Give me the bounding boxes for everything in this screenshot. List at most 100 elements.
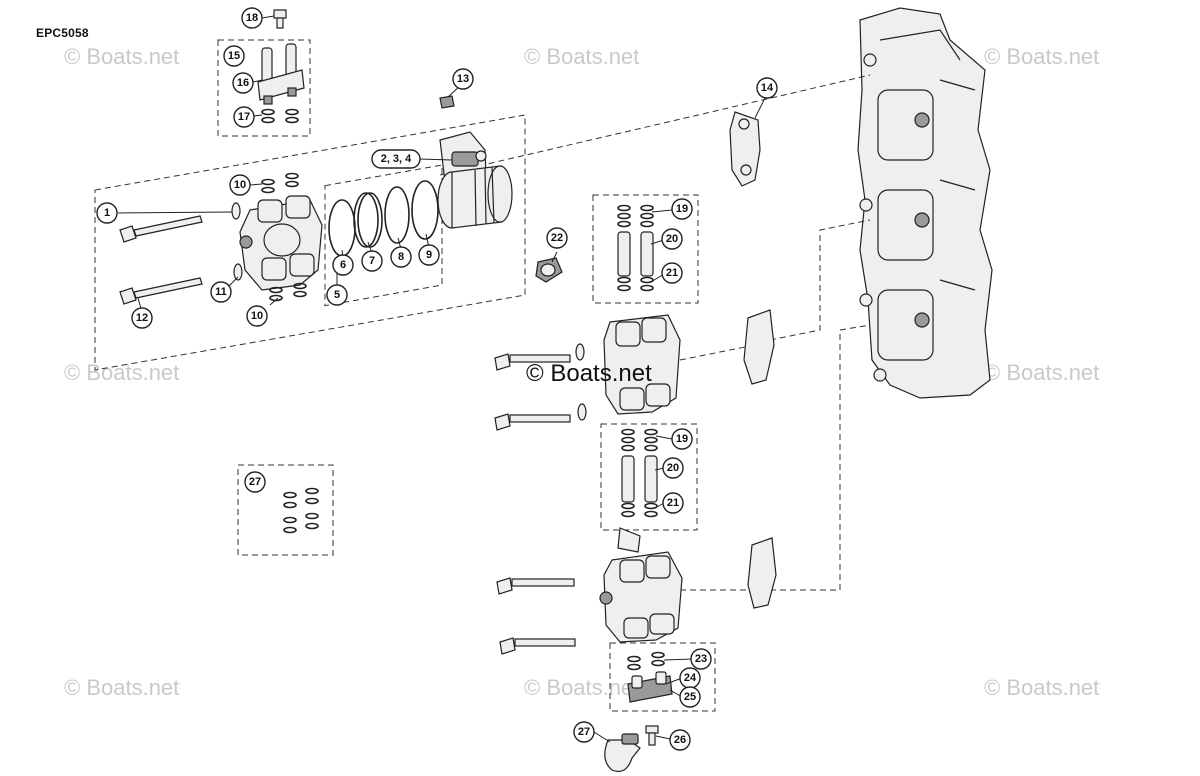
o-ring-icon <box>384 186 410 244</box>
svg-text:20: 20 <box>666 233 678 245</box>
kit-outline-27 <box>237 464 334 556</box>
svg-text:5: 5 <box>334 289 340 301</box>
callout-6[interactable]: 6 <box>332 254 354 276</box>
o-ring-icon <box>621 428 658 518</box>
fitting-icon <box>627 671 673 703</box>
svg-text:16: 16 <box>237 77 249 89</box>
valve-body-icon <box>599 527 683 643</box>
svg-text:7: 7 <box>369 255 375 267</box>
diagram-code: EPC5058 <box>36 26 89 40</box>
washer-icon <box>231 202 243 281</box>
callout-11[interactable]: 11 <box>210 281 232 303</box>
svg-text:9: 9 <box>426 249 432 261</box>
svg-text:17: 17 <box>238 111 250 123</box>
callout-12[interactable]: 12 <box>131 307 153 329</box>
svg-text:24: 24 <box>684 672 697 684</box>
callout-10-lower[interactable]: 10 <box>246 305 268 327</box>
svg-text:20: 20 <box>667 462 679 474</box>
fitting-icon <box>257 43 305 105</box>
tube-icon <box>617 231 631 277</box>
svg-text:13: 13 <box>457 73 469 85</box>
callout-9[interactable]: 9 <box>418 244 440 266</box>
svg-text:6: 6 <box>340 259 346 271</box>
callout-25[interactable]: 25 <box>679 686 701 708</box>
bolt-icon <box>273 9 287 29</box>
callout-7[interactable]: 7 <box>361 250 383 272</box>
callout-19-lower[interactable]: 19 <box>671 428 693 450</box>
callout-19-upper[interactable]: 19 <box>671 198 693 220</box>
watermark: © Boats.net <box>524 44 640 69</box>
svg-text:25: 25 <box>684 691 696 703</box>
callout-23[interactable]: 23 <box>690 648 712 670</box>
o-ring-icon <box>411 180 439 240</box>
gasket-icon <box>743 309 775 385</box>
callout-20-lower[interactable]: 20 <box>662 457 684 479</box>
kit-outline-19-upper <box>592 194 699 304</box>
callout-1[interactable]: 1 <box>96 202 118 224</box>
valve-body-icon <box>603 314 681 415</box>
svg-text:10: 10 <box>234 179 246 191</box>
watermark: © Boats.net <box>984 360 1100 385</box>
callout-10-upper[interactable]: 10 <box>229 174 251 196</box>
svg-text:10: 10 <box>251 310 263 322</box>
callout-13[interactable]: 13 <box>452 68 474 90</box>
o-ring-icon <box>261 172 307 302</box>
bolt-icon <box>494 343 587 431</box>
watermark: © Boats.net <box>984 675 1100 700</box>
o-ring-icon <box>283 487 319 534</box>
callout-2-3-4[interactable]: 2, 3, 4 <box>371 149 421 169</box>
clamp-icon <box>604 733 641 773</box>
svg-text:21: 21 <box>667 497 679 509</box>
callout-16[interactable]: 16 <box>232 72 254 94</box>
callout-8[interactable]: 8 <box>390 246 412 268</box>
svg-text:19: 19 <box>676 203 688 215</box>
svg-text:27: 27 <box>578 726 590 738</box>
gasket-icon <box>747 537 777 609</box>
callout-14[interactable]: 14 <box>756 77 778 99</box>
svg-text:14: 14 <box>761 82 774 94</box>
callout-26[interactable]: 26 <box>669 729 691 751</box>
svg-text:27: 27 <box>249 476 261 488</box>
valve-body-icon <box>437 165 513 229</box>
svg-text:2, 3, 4: 2, 3, 4 <box>381 153 412 165</box>
callout-5[interactable]: 5 <box>326 284 348 306</box>
svg-text:8: 8 <box>398 251 404 263</box>
watermark: © Boats.net <box>524 675 640 700</box>
kit-outline-15 <box>217 39 311 137</box>
tube-icon <box>621 455 635 503</box>
sensor-icon <box>535 257 563 283</box>
callout-15[interactable]: 15 <box>223 45 245 67</box>
callout-18[interactable]: 18 <box>241 7 263 29</box>
callout-20-upper[interactable]: 20 <box>661 228 683 250</box>
svg-text:22: 22 <box>551 232 563 244</box>
o-ring-icon <box>261 108 299 124</box>
svg-text:19: 19 <box>676 433 688 445</box>
tube-icon <box>644 455 658 503</box>
watermark: © Boats.net <box>64 360 180 385</box>
bolt-icon <box>119 215 203 305</box>
valve-body-icon <box>239 195 323 291</box>
callout-27-clamp[interactable]: 27 <box>573 721 595 743</box>
kit-outline-5 <box>324 164 443 307</box>
callout-22[interactable]: 22 <box>546 227 568 249</box>
gasket-icon <box>729 111 761 187</box>
o-ring-icon <box>328 199 356 257</box>
svg-text:21: 21 <box>666 267 678 279</box>
o-ring-icon <box>617 204 654 292</box>
callout-17[interactable]: 17 <box>233 106 255 128</box>
tube-icon <box>640 231 654 277</box>
kit-outline-23 <box>609 642 716 712</box>
kit-outline-19-lower <box>600 423 698 531</box>
callout-21-upper[interactable]: 21 <box>661 262 683 284</box>
svg-text:26: 26 <box>674 734 686 746</box>
bolt-icon <box>496 577 576 655</box>
assembly-outline <box>94 114 526 371</box>
svg-text:12: 12 <box>136 312 148 324</box>
bolt-icon <box>645 725 659 746</box>
callout-21-lower[interactable]: 21 <box>662 492 684 514</box>
callout-24[interactable]: 24 <box>679 667 701 689</box>
svg-text:11: 11 <box>215 286 227 298</box>
callout-27-kit[interactable]: 27 <box>244 471 266 493</box>
watermark: © Boats.net <box>64 675 180 700</box>
